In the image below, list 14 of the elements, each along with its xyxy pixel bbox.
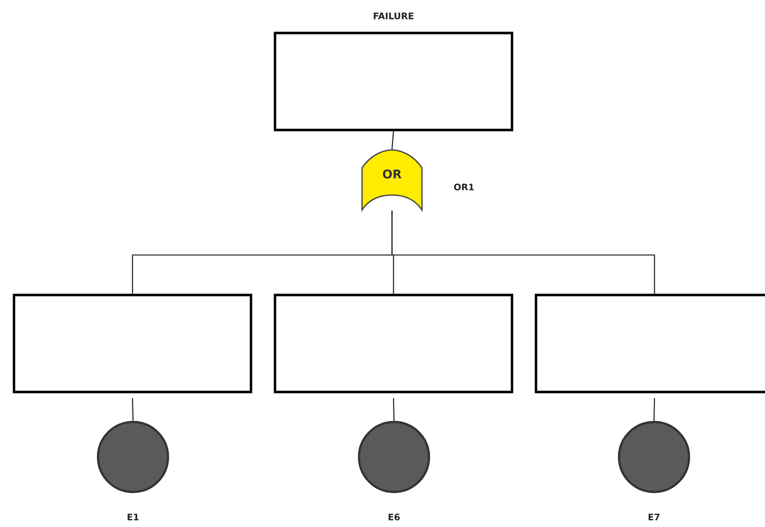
event-label: E7	[648, 514, 660, 520]
connector-line	[392, 398, 395, 421]
or-gate: OR	[361, 149, 423, 211]
event-label: E1	[128, 514, 139, 520]
gate-label: OR1	[454, 184, 474, 190]
event-box	[534, 294, 765, 394]
connector-line	[653, 398, 656, 421]
connector-line	[132, 398, 134, 421]
connector-line	[391, 131, 394, 150]
connector-line	[391, 210, 656, 294]
event-box	[12, 294, 252, 394]
event-label: E6	[388, 514, 400, 520]
event-label: FAILURE	[374, 12, 414, 20]
event-box	[274, 294, 514, 394]
